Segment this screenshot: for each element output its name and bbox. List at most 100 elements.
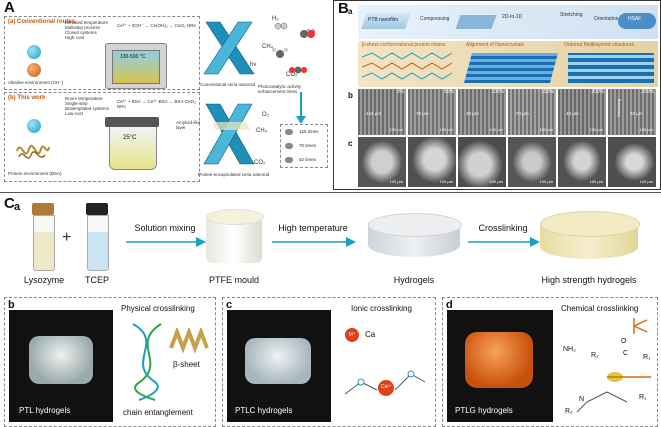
thiswork-title: (b) This work: [8, 95, 46, 101]
panel-b: B a PTB nanofilm Compressing 2D-to-1D St…: [333, 0, 661, 190]
ptlc-photo: PTLC hydrogels: [227, 310, 331, 422]
c-label: C: [623, 350, 629, 357]
chemical-title: Chemical crosslinking: [561, 304, 639, 313]
multilayer-block: [568, 53, 654, 83]
sem-c-3: 100 μm: [508, 137, 556, 187]
step-stretching: Stretching: [560, 12, 583, 18]
conventional-conditions: Elevated temperature Multistep process C…: [65, 20, 109, 40]
r1-label: R₁: [643, 354, 651, 361]
solution-mixing-label: Solution mixing: [134, 223, 196, 233]
panel-a-label: A: [4, 0, 15, 16]
panel-c-d: d PTLG hydrogels Chemical crosslinking N…: [442, 297, 658, 427]
high-temp-label: High temperature: [278, 223, 348, 233]
panel-b-label: B: [338, 0, 349, 17]
plus-sign: +: [62, 229, 72, 246]
protein-icon: [16, 144, 50, 159]
panel-b-sub-c: c: [348, 139, 353, 148]
n-label: N: [579, 396, 585, 403]
tcep-vial: [86, 203, 109, 271]
bsa-sphere: [27, 119, 41, 133]
sem-c-1: 100 μm: [408, 137, 456, 187]
h2-label: H₂: [272, 16, 279, 22]
panel-a: A (a) Conventional routes Elevated tempe…: [0, 0, 331, 190]
ceria-nanorod-top: [203, 21, 255, 75]
panel-c-sub-b: b: [8, 299, 15, 311]
sem-b-5: 300% 22 μm Stretching 100 μm: [608, 89, 656, 135]
panel-c-b: b PTL hydrogels Physical crosslinking β-…: [4, 297, 216, 427]
strong-hydrogels-label: High strength hydrogels: [541, 275, 637, 285]
beta-sheet-icon: [169, 328, 209, 354]
nanocrystal-block: [463, 53, 559, 83]
thiswork-box: (b) This work Room temperature Single-st…: [4, 92, 200, 182]
ch4-label-bottom: CH₄: [256, 128, 268, 134]
lysozyme-vial: [32, 203, 55, 271]
alkaline-label: Alkaline environment (OH⁻): [8, 80, 64, 85]
imine-bond-icon: [576, 391, 628, 413]
panel-b-sub-a: a: [348, 7, 353, 16]
strong-hydrogel-disc: [540, 211, 640, 269]
aldehyde-icon: [633, 318, 648, 334]
protein-env-label: Protein environment (BSA): [8, 171, 62, 176]
nh2-label: NH₂: [563, 346, 576, 353]
r2-label: R₂: [591, 352, 599, 359]
structure-strip: β-sheet conformational protein chains Al…: [358, 41, 658, 87]
beta-chains: [362, 52, 453, 80]
ptfe-label: PTFE mould: [208, 275, 259, 285]
hydrogel-disc: [368, 213, 462, 267]
thiswork-conditions: Room temperature Single-step Biotemplate…: [65, 96, 110, 116]
co2-label: CO₂: [286, 72, 298, 78]
panel-c: C a Lysozyme + TCEP Solution mixing PTFE…: [0, 192, 661, 427]
conventional-title: (a) Conventional routes: [8, 19, 76, 25]
r4-label: R₁: [639, 394, 647, 401]
o-label: O: [621, 338, 627, 345]
ca2-label: Ca²⁺: [381, 384, 392, 390]
enhancement-label: Photocatalytic activity enhancement time…: [258, 84, 302, 94]
ptlg-label: PTLG hydrogels: [455, 406, 513, 415]
step-ptb: PTB nanofilm: [368, 17, 399, 23]
arrow-mixing: [126, 237, 206, 247]
metal-ion: M⁺: [345, 328, 359, 342]
panel-b-sub-b: b: [348, 91, 353, 100]
lysozyme-label: Lysozyme: [23, 275, 65, 285]
chain-entanglement-icon: [132, 323, 162, 401]
physical-title: Physical crosslinking: [121, 304, 195, 313]
sem-b-0: 0% 144 μm 100 μm: [358, 89, 406, 135]
step-2d1d: 2D-to-1D: [502, 14, 523, 20]
ptl-photo: PTL hydrogels: [9, 310, 113, 422]
panel-c-sub-a: a: [14, 201, 21, 213]
sem-b-2: 100% 40 μm 100 μm: [458, 89, 506, 135]
ptlc-label: PTLC hydrogels: [235, 406, 293, 415]
arrow-heat: [272, 237, 356, 247]
conventional-temp: 130-500 °C: [120, 54, 146, 60]
times-box: 125 times 70 times 52 times: [280, 124, 328, 168]
hsaf-fiber: [618, 13, 656, 29]
oh-sphere: [27, 45, 41, 59]
hv-label: hv: [250, 62, 257, 68]
tcep-label: TCEP: [84, 275, 109, 285]
ionic-title: Ionic crosslinking: [351, 304, 412, 313]
thiswork-temp: 25°C: [123, 135, 137, 141]
sem-c-0: 100 μm: [358, 137, 406, 187]
step-orientation: Orientation: [594, 16, 619, 22]
panel-c-sub-c: c: [226, 299, 233, 311]
autoclave: 130-500 °C: [105, 43, 167, 89]
struct-beta: β-sheet conformational protein chains: [362, 42, 446, 48]
panel-c-sub-d: d: [446, 299, 453, 311]
panel-c-c: c PTLC hydrogels Ionic crosslinking M⁺ C…: [222, 297, 436, 427]
beta-sheet-label: β-sheet: [173, 360, 200, 369]
r3-label: R₂: [565, 408, 573, 415]
sem-b-4: 200% 40 μm 100 μm: [558, 89, 606, 135]
step-compressing: Compressing: [420, 16, 450, 22]
sem-b-1: 50% 76 μm 100 μm: [408, 89, 456, 135]
thiswork-product-label: Protein-encapsulated ceria nanorod: [198, 172, 270, 177]
sem-row-b: 0% 144 μm 100 μm 50% 76 μm 100 μm 100% 4…: [358, 89, 658, 135]
ceria-nanorod-bottom: [203, 103, 255, 165]
co2-label-bottom: CO₂: [254, 160, 266, 166]
conventional-product-label: Conventional ceria nanorod: [200, 82, 256, 87]
sem-c-5: 100 μm: [608, 137, 656, 187]
times-70: 70 times: [299, 143, 317, 148]
ptlg-photo: PTLG hydrogels: [447, 310, 553, 422]
sem-row-c: 100 μm 100 μm 100 μm 100 μm 100 μm 100 μ…: [358, 137, 658, 187]
hydrogels-label: Hydrogels: [393, 275, 435, 285]
arrow-crosslink: [468, 237, 540, 247]
